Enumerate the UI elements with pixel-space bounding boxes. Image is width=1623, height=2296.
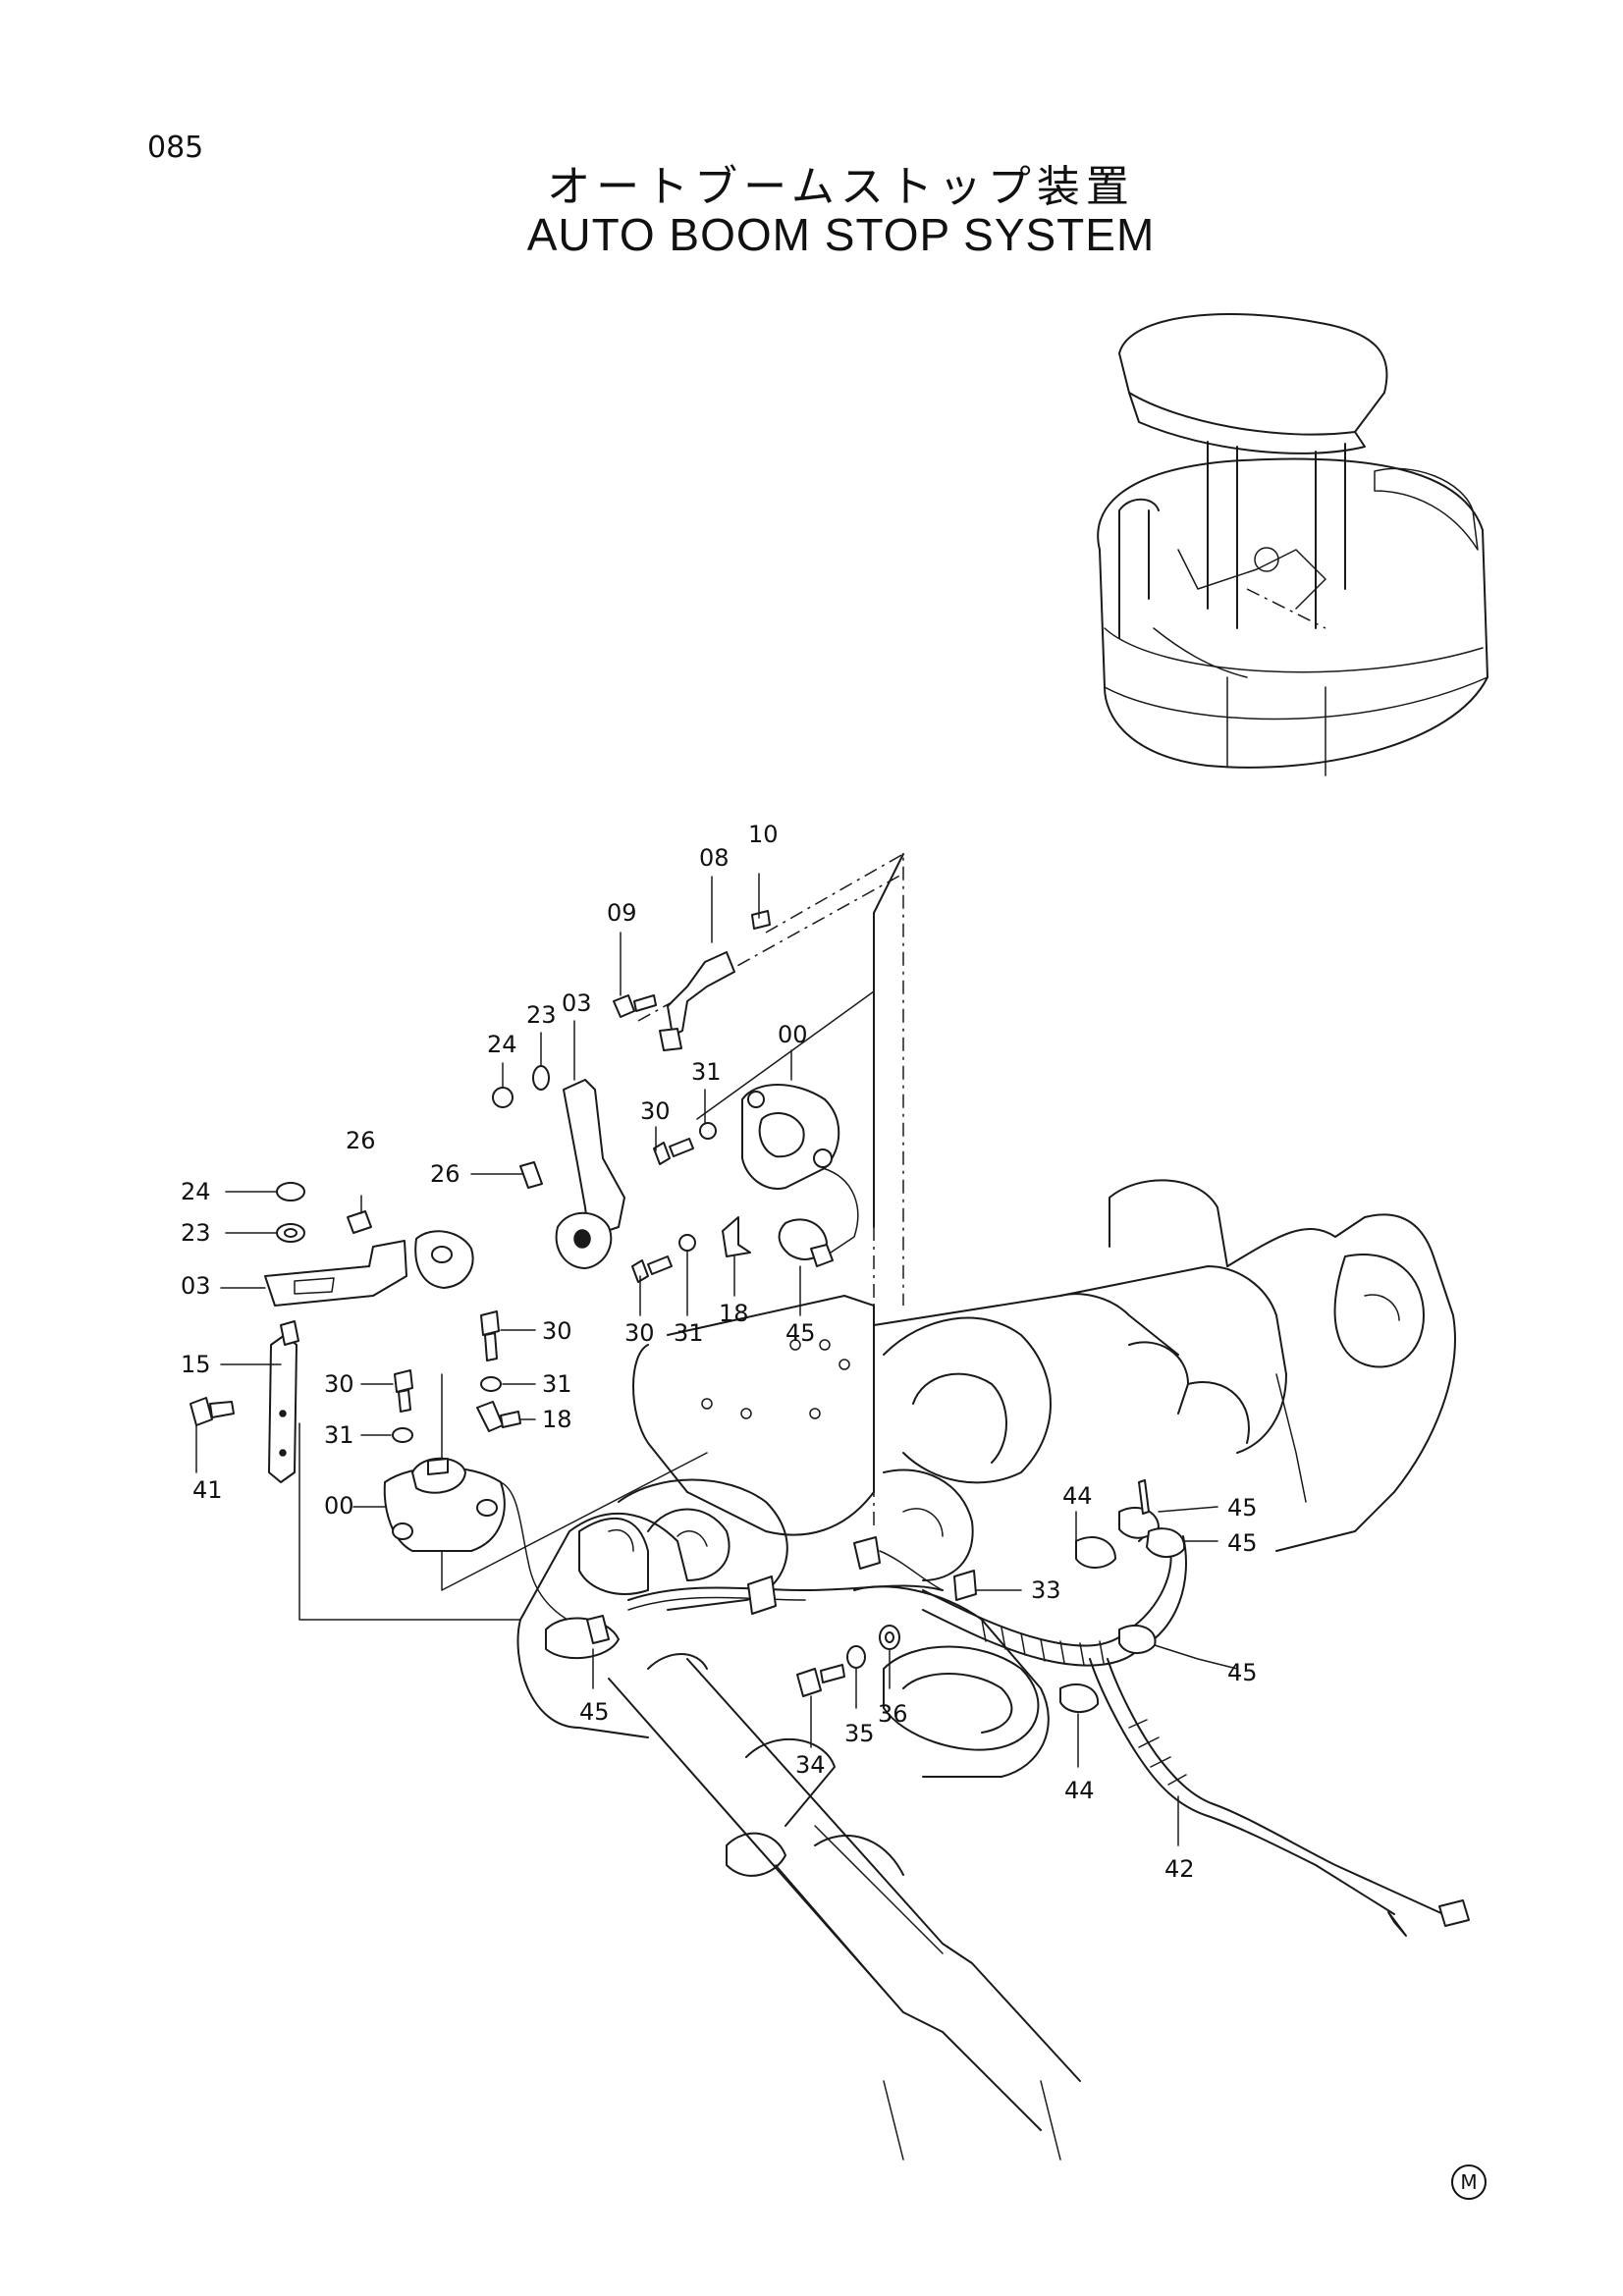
callout-24: 24 (487, 1031, 517, 1058)
title-japanese: オートブームストップ装置 (547, 162, 1135, 212)
callout-31: 31 (324, 1421, 354, 1449)
callout-31: 31 (674, 1319, 704, 1347)
callout-30: 30 (542, 1317, 572, 1345)
callout-00: 00 (778, 1021, 808, 1048)
callout-03: 03 (181, 1272, 211, 1300)
callout-labels: 10 08 09 03 23 24 00 31 30 26 26 24 23 0… (181, 821, 1258, 1883)
callout-30: 30 (640, 1097, 671, 1125)
callout-00: 00 (324, 1492, 354, 1520)
callout-26: 26 (430, 1160, 460, 1188)
machine-overview-inset (1097, 313, 1488, 776)
callout-26: 26 (346, 1127, 376, 1154)
callout-44: 44 (1064, 1777, 1095, 1804)
callout-45: 45 (1227, 1659, 1258, 1686)
callout-18: 18 (719, 1300, 749, 1327)
callout-30: 30 (324, 1370, 354, 1398)
callout-45: 45 (785, 1319, 816, 1347)
callout-45: 45 (1227, 1529, 1258, 1557)
wiring-harness (627, 1479, 1470, 1937)
callout-15: 15 (181, 1351, 211, 1378)
callout-35: 35 (844, 1720, 875, 1747)
callout-18: 18 (542, 1406, 572, 1433)
boom-bracket (516, 1179, 1456, 2161)
callout-42: 42 (1164, 1855, 1195, 1883)
callout-23: 23 (526, 1001, 557, 1029)
callout-34: 34 (795, 1751, 826, 1779)
mounting-frame (298, 852, 904, 1621)
callout-45: 45 (1227, 1494, 1258, 1522)
callout-08: 08 (699, 844, 730, 872)
sensor-linkage-left (189, 1182, 620, 1689)
callout-44: 44 (1062, 1482, 1093, 1510)
callout-30: 30 (624, 1319, 655, 1347)
callout-03: 03 (562, 989, 592, 1017)
callout-10: 10 (748, 821, 779, 848)
callout-31: 31 (542, 1370, 572, 1398)
title-english: AUTO BOOM STOP SYSTEM (526, 209, 1156, 260)
callout-09: 09 (607, 899, 637, 927)
sensor-linkage-upper (470, 873, 859, 1316)
callout-45: 45 (579, 1698, 610, 1726)
page-code: 085 (147, 131, 204, 165)
callout-41: 41 (192, 1476, 223, 1504)
callout-36: 36 (878, 1700, 908, 1728)
maker-mark: M (1451, 2164, 1487, 2200)
callout-23: 23 (181, 1219, 211, 1247)
callout-31: 31 (691, 1058, 722, 1086)
callout-33: 33 (1031, 1576, 1061, 1604)
callout-24: 24 (181, 1178, 211, 1205)
